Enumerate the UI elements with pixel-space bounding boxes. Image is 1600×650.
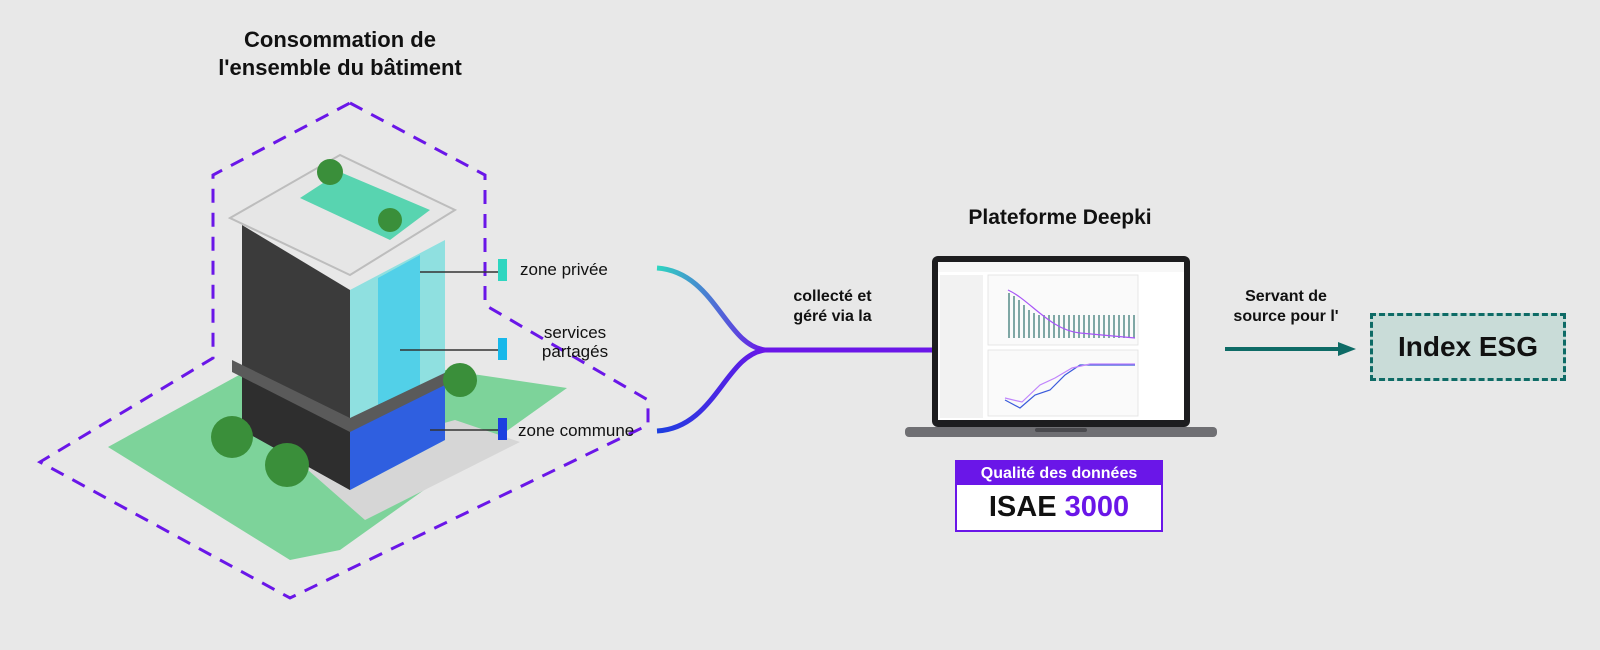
building-glass-panel	[378, 255, 420, 408]
tree-icon	[317, 159, 343, 185]
building-title: Consommation de l'ensemble du bâtiment	[170, 26, 510, 82]
tree-icon	[443, 363, 477, 397]
zone-common-label: zone commune	[518, 421, 635, 440]
zone-private-marker	[498, 259, 507, 281]
app-topbar	[938, 262, 1184, 272]
quality-standard: ISAE 3000	[957, 485, 1161, 530]
ground-path	[300, 420, 520, 520]
flow-curve-private	[656, 265, 766, 353]
laptop-illustration	[905, 256, 1217, 437]
flow-curve-common	[656, 347, 766, 434]
zone-private-label: zone privée	[520, 260, 608, 279]
output-label-line-2: source pour l'	[1233, 308, 1339, 325]
quality-standard-number: 3000	[1064, 491, 1130, 523]
tree-icon	[211, 416, 253, 458]
building-title-line-2: l'ensemble du bâtiment	[218, 55, 462, 80]
quality-badge: Qualité des données ISAE 3000	[955, 460, 1163, 532]
app-bar-chart	[1008, 293, 1135, 338]
app-line-panel	[987, 349, 1139, 417]
building-illustration	[211, 153, 477, 490]
output-label: Servant de source pour l'	[1226, 287, 1346, 327]
app-line-series-1	[1004, 364, 1135, 409]
building-ledge	[232, 360, 455, 432]
quality-standard-name: ISAE	[988, 491, 1057, 523]
app-sidebar	[940, 275, 983, 418]
output-label-line-1: Servant de	[1245, 288, 1327, 305]
quality-header: Qualité des données	[957, 462, 1161, 485]
zone-shared-label-line-2: partagés	[541, 342, 609, 361]
flow-label-line-2: géré via la	[793, 308, 872, 325]
building-title-line-1: Consommation de	[244, 27, 436, 52]
building-ground-left	[242, 365, 350, 490]
building-ground-floor	[350, 375, 445, 490]
laptop-base-notch	[1035, 428, 1087, 432]
zone-shared-label: services partagés	[520, 323, 630, 361]
zone-shared-label-line-1: services	[543, 323, 607, 342]
building-boundary	[36, 101, 650, 600]
app-trend-line	[1007, 289, 1136, 339]
esg-index-box: Index ESG	[1370, 313, 1566, 381]
app-line-series-2	[1004, 363, 1135, 403]
platform-title: Plateforme Deepki	[968, 206, 1152, 229]
flow-label-line-1: collecté et	[793, 288, 872, 305]
tree-icon	[378, 208, 402, 232]
tree-icon	[265, 443, 309, 487]
zone-common-marker	[498, 418, 507, 440]
flow-label: collecté et géré via la	[775, 287, 890, 327]
output-arrowhead	[1338, 342, 1356, 356]
zone-shared-marker	[498, 338, 507, 360]
